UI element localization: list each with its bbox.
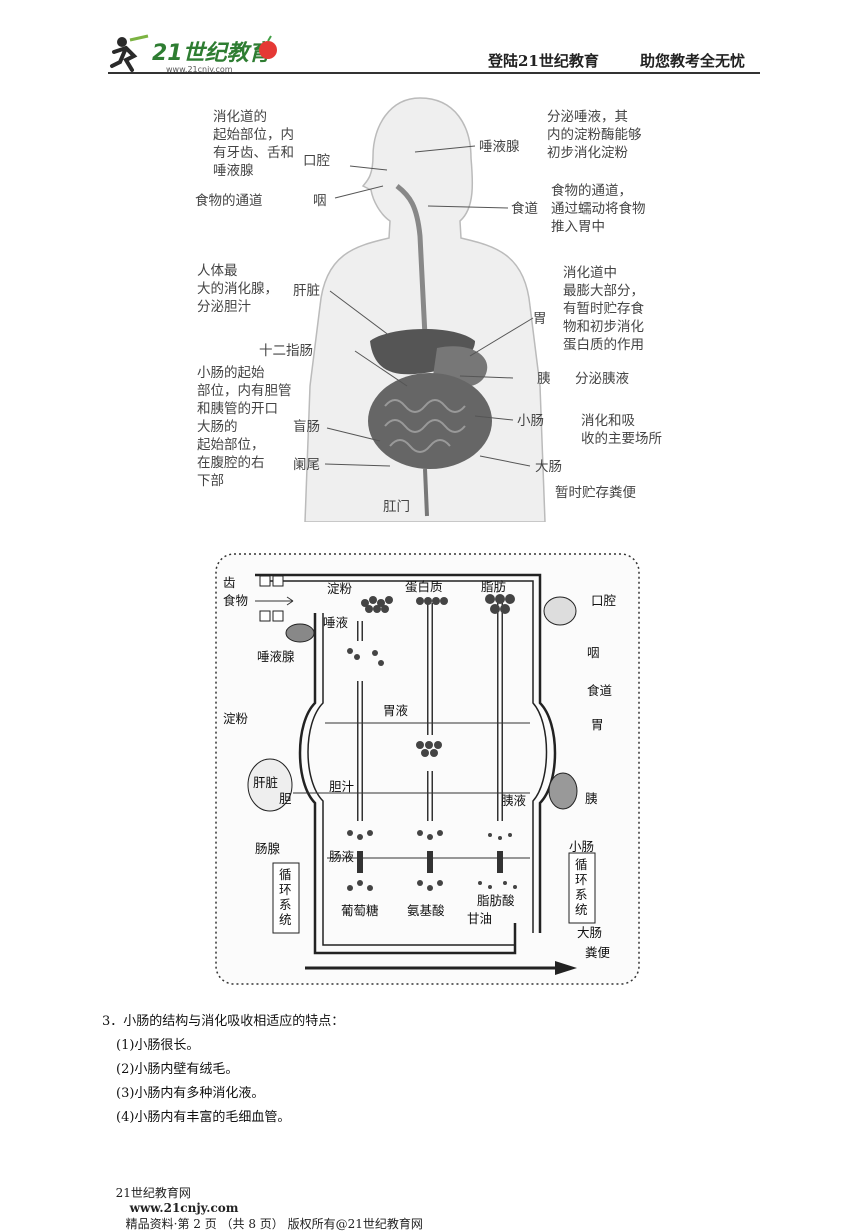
label-mouth: 口腔 — [303, 153, 330, 169]
digestion-process-diagram: 齿 食物 淀粉 蛋白质 脂肪 口腔 唾液 唾液腺 咽 食道 淀粉 胃液 胃 肝脏… — [215, 553, 640, 985]
logo-url: www.21cnjy.com — [166, 65, 233, 74]
salivary-gland-description: 分泌唾液，其 内的淀粉酶能够 初步消化淀粉 — [547, 109, 642, 161]
footer-url-link[interactable]: www.21cnjy.com — [129, 1201, 239, 1215]
label-cecum: 盲肠 — [293, 419, 320, 435]
runner-icon — [110, 34, 149, 72]
label-small-intestine: 小肠 — [569, 839, 595, 854]
label-pancreatic-juice: 胰液 — [501, 793, 527, 808]
label-duodenum: 十二指肠 — [259, 343, 313, 359]
label-fat: 脂肪 — [481, 579, 507, 594]
apple-icon — [259, 41, 277, 59]
large-intestine-description: 暂时贮存粪便 — [555, 485, 636, 501]
footer-page-info: 精品资料·第 2 页 （共 8 页） 版权所有@21世纪教育网 — [125, 1217, 423, 1231]
label-appendix: 阑尾 — [293, 457, 320, 473]
label-oral-cavity: 口腔 — [591, 593, 617, 608]
label-pancreas: 胰 — [585, 791, 598, 806]
header-slogan-1: 登陆21世纪教育 — [488, 52, 599, 70]
pancreas-description: 分泌胰液 — [575, 371, 629, 387]
label-large-intestine: 大肠 — [577, 925, 603, 940]
label-salivary-gland: 唾液腺 — [257, 649, 295, 664]
list-item: (1)小肠很长。 — [116, 1038, 200, 1053]
duodenum-description: 小肠的起始 部位，内有胆管 和胰管的开口 — [197, 365, 292, 417]
label-esophagus: 食道 — [587, 683, 613, 698]
label-stomach: 胃 — [533, 311, 547, 327]
label-large-intestine: 大肠 — [535, 459, 562, 475]
label-saliva: 唾液 — [323, 615, 349, 630]
label-circulation-left: 循 环 系 统 — [279, 867, 292, 927]
footer-site-name: 21世纪教育网 — [115, 1186, 191, 1200]
label-salivary-gland: 唾液腺 — [479, 139, 520, 155]
label-gallbladder: 胆 — [279, 791, 292, 806]
logo-text: 21世纪教育 — [152, 40, 275, 66]
list-item: (3)小肠内有多种消化液。 — [116, 1086, 265, 1101]
page-footer: 21世纪教育网 www.21cnjy.com 精品资料·第 2 页 （共 8 页… — [108, 1170, 423, 1232]
label-small-intestine: 小肠 — [517, 413, 544, 429]
section-heading: 3．小肠的结构与消化吸收相适应的特点： — [102, 1014, 345, 1029]
label-glucose: 葡萄糖 — [341, 903, 379, 918]
header-divider — [108, 72, 760, 74]
cecum-description: 大肠的 起始部位， 在腹腔的右 下部 — [197, 419, 265, 489]
label-intestinal-juice: 肠液 — [329, 849, 355, 864]
label-amino-acid: 氨基酸 — [407, 903, 445, 918]
stomach-description: 消化道中 最膨大部分， 有暂时贮存食 物和初步消化 蛋白质的作用 — [563, 265, 644, 353]
label-feces: 粪便 — [585, 945, 611, 960]
label-glycerol: 甘油 — [467, 911, 493, 926]
label-circulation-right: 循 环 系 统 — [575, 857, 588, 917]
label-pancreas: 胰 — [537, 371, 551, 387]
label-liver: 肝脏 — [253, 775, 279, 790]
label-starch-top: 淀粉 — [327, 581, 353, 596]
digestive-system-figure: 消化道的 起始部位，内 有牙齿、舌和 唾液腺 口腔 食物的通道 咽 唾液腺 分泌… — [175, 86, 680, 522]
header-slogan-2: 助您教考全无忧 — [640, 52, 746, 70]
pharynx-description: 食物的通道 — [195, 193, 263, 209]
label-fatty-acid: 脂肪酸 — [477, 893, 515, 908]
label-food: 食物 — [223, 593, 249, 608]
mouth-description: 消化道的 起始部位，内 有牙齿、舌和 唾液腺 — [213, 109, 294, 179]
label-starch-side: 淀粉 — [223, 711, 249, 726]
label-stomach: 胃 — [591, 717, 604, 732]
list-item: (2)小肠内壁有绒毛。 — [116, 1062, 239, 1077]
label-esophagus: 食道 — [511, 201, 538, 217]
label-anus: 肛门 — [383, 499, 410, 515]
label-teeth: 齿 — [223, 575, 236, 590]
label-intestinal-gland: 肠腺 — [255, 841, 281, 856]
list-item: (4)小肠内有丰富的毛细血管。 — [116, 1110, 291, 1125]
label-pharynx: 咽 — [313, 193, 327, 209]
label-liver: 肝脏 — [293, 283, 320, 299]
esophagus-description: 食物的通道， 通过蠕动将食物 推入胃中 — [551, 183, 646, 235]
label-protein: 蛋白质 — [405, 579, 443, 594]
label-pharynx: 咽 — [587, 645, 600, 660]
liver-description: 人体最 大的消化腺， 分泌胆汁 — [197, 263, 278, 315]
label-bile: 胆汁 — [329, 779, 355, 794]
site-logo[interactable]: 21世纪教育 www.21cnjy.com — [108, 32, 288, 78]
small-intestine-description: 消化和吸 收的主要场所 — [581, 413, 662, 447]
label-gastric-juice: 胃液 — [383, 703, 409, 718]
